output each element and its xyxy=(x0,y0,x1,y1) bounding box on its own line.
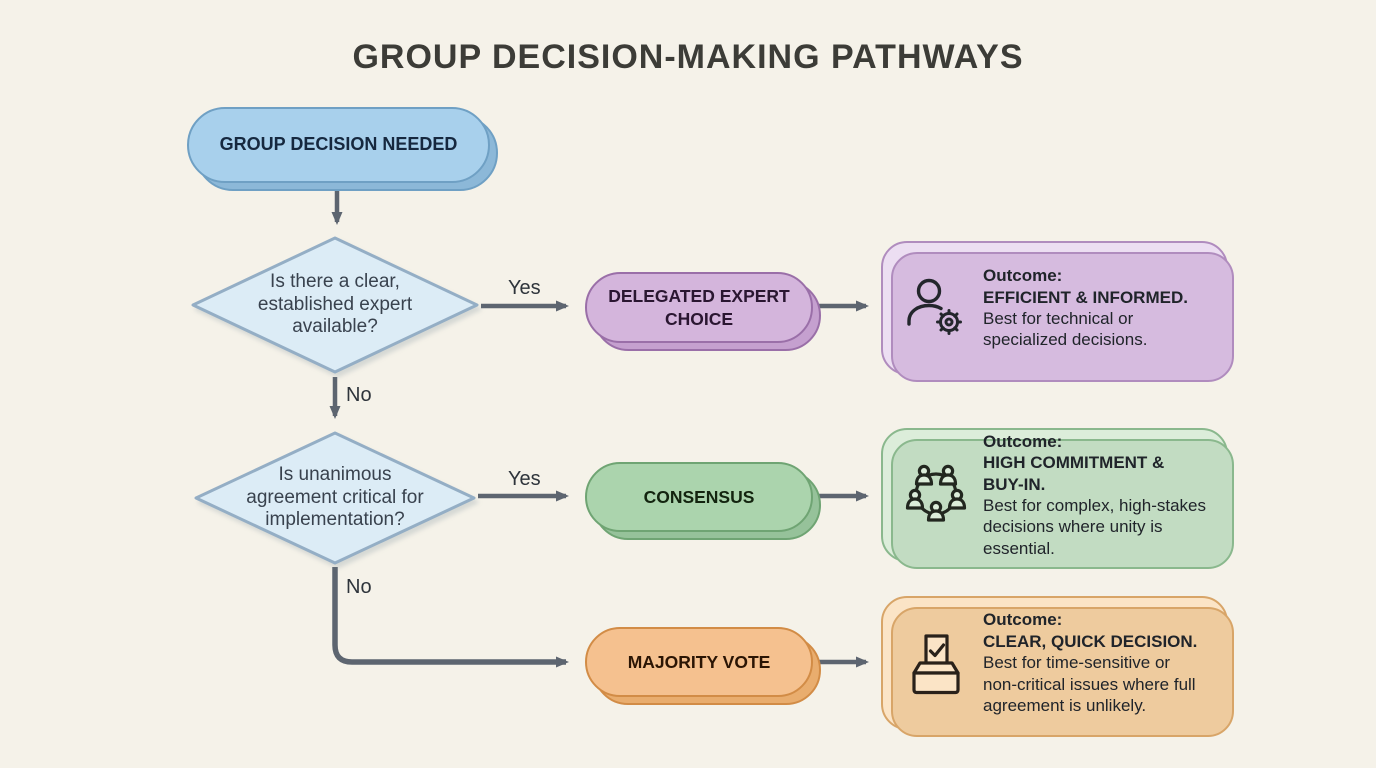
diamond-shape xyxy=(191,236,479,374)
outcome-description: Best for time-sensitive or non-critical … xyxy=(983,653,1196,716)
decision-diamond-expert[interactable]: Is there a clear, established expert ava… xyxy=(190,235,480,375)
node-face xyxy=(585,462,813,532)
page-title: GROUP DECISION-MAKING PATHWAYS xyxy=(352,38,1024,76)
node-face xyxy=(585,272,813,343)
start-node-face xyxy=(187,107,490,183)
outcome-card-efficient-informed: Outcome: EFFICIENT & INFORMED. Best for … xyxy=(881,241,1234,382)
method-node-delegated-expert-choice[interactable]: DELEGATED EXPERT CHOICE xyxy=(585,272,821,351)
decision-diamond-unanimous[interactable]: Is unanimous agreement critical for impl… xyxy=(193,430,477,566)
outcome-description: Best for technical or specialized decisi… xyxy=(983,309,1148,350)
outcome-heading: Outcome: xyxy=(983,610,1063,630)
outcome-card-clear-quick: Outcome: CLEAR, QUICK DECISION. Best for… xyxy=(881,596,1234,737)
outcome-text: Outcome: HIGH COMMITMENT & BUY-IN. Best … xyxy=(983,431,1208,559)
outcome-title: CLEAR, QUICK DECISION. xyxy=(983,631,1198,651)
decision-question: Is there a clear, established expert ava… xyxy=(257,271,413,338)
edge-label-no-1: No xyxy=(346,384,372,406)
diamond-shape xyxy=(194,431,476,565)
node-face xyxy=(585,627,813,697)
outcome-text: Outcome: EFFICIENT & INFORMED. Best for … xyxy=(983,265,1208,351)
outcome-title: HIGH COMMITMENT & BUY-IN. xyxy=(983,453,1165,494)
ballot-box-icon xyxy=(912,634,960,695)
edge-label-yes-2: Yes xyxy=(508,468,541,490)
method-label: DELEGATED EXPERT CHOICE xyxy=(608,285,790,329)
card-shadow xyxy=(891,439,1234,569)
card-shadow xyxy=(891,252,1234,382)
method-label: CONSENSUS xyxy=(643,486,755,507)
method-node-majority-vote[interactable]: MAJORITY VOTE xyxy=(585,627,821,705)
decision-question: Is unanimous agreement critical for impl… xyxy=(246,464,424,531)
outcome-heading: Outcome: xyxy=(983,431,1063,451)
outcome-title: EFFICIENT & INFORMED. xyxy=(983,287,1188,307)
start-node-label: GROUP DECISION NEEDED xyxy=(219,134,458,155)
group-circle-icon xyxy=(905,464,967,522)
outcome-text: Outcome: CLEAR, QUICK DECISION. Best for… xyxy=(983,609,1208,716)
edge-label-no-2: No xyxy=(346,576,372,598)
outcome-description: Best for complex, high-stakes decisions … xyxy=(983,496,1206,558)
method-label: MAJORITY VOTE xyxy=(627,651,771,672)
person-gear-icon xyxy=(907,278,962,335)
outcome-card-high-commitment: Outcome: HIGH COMMITMENT & BUY-IN. Best … xyxy=(881,428,1234,569)
edge-label-yes-1: Yes xyxy=(508,277,541,299)
outcome-heading: Outcome: xyxy=(983,266,1063,286)
start-node[interactable]: GROUP DECISION NEEDED xyxy=(187,107,498,191)
method-node-consensus[interactable]: CONSENSUS xyxy=(585,462,821,540)
